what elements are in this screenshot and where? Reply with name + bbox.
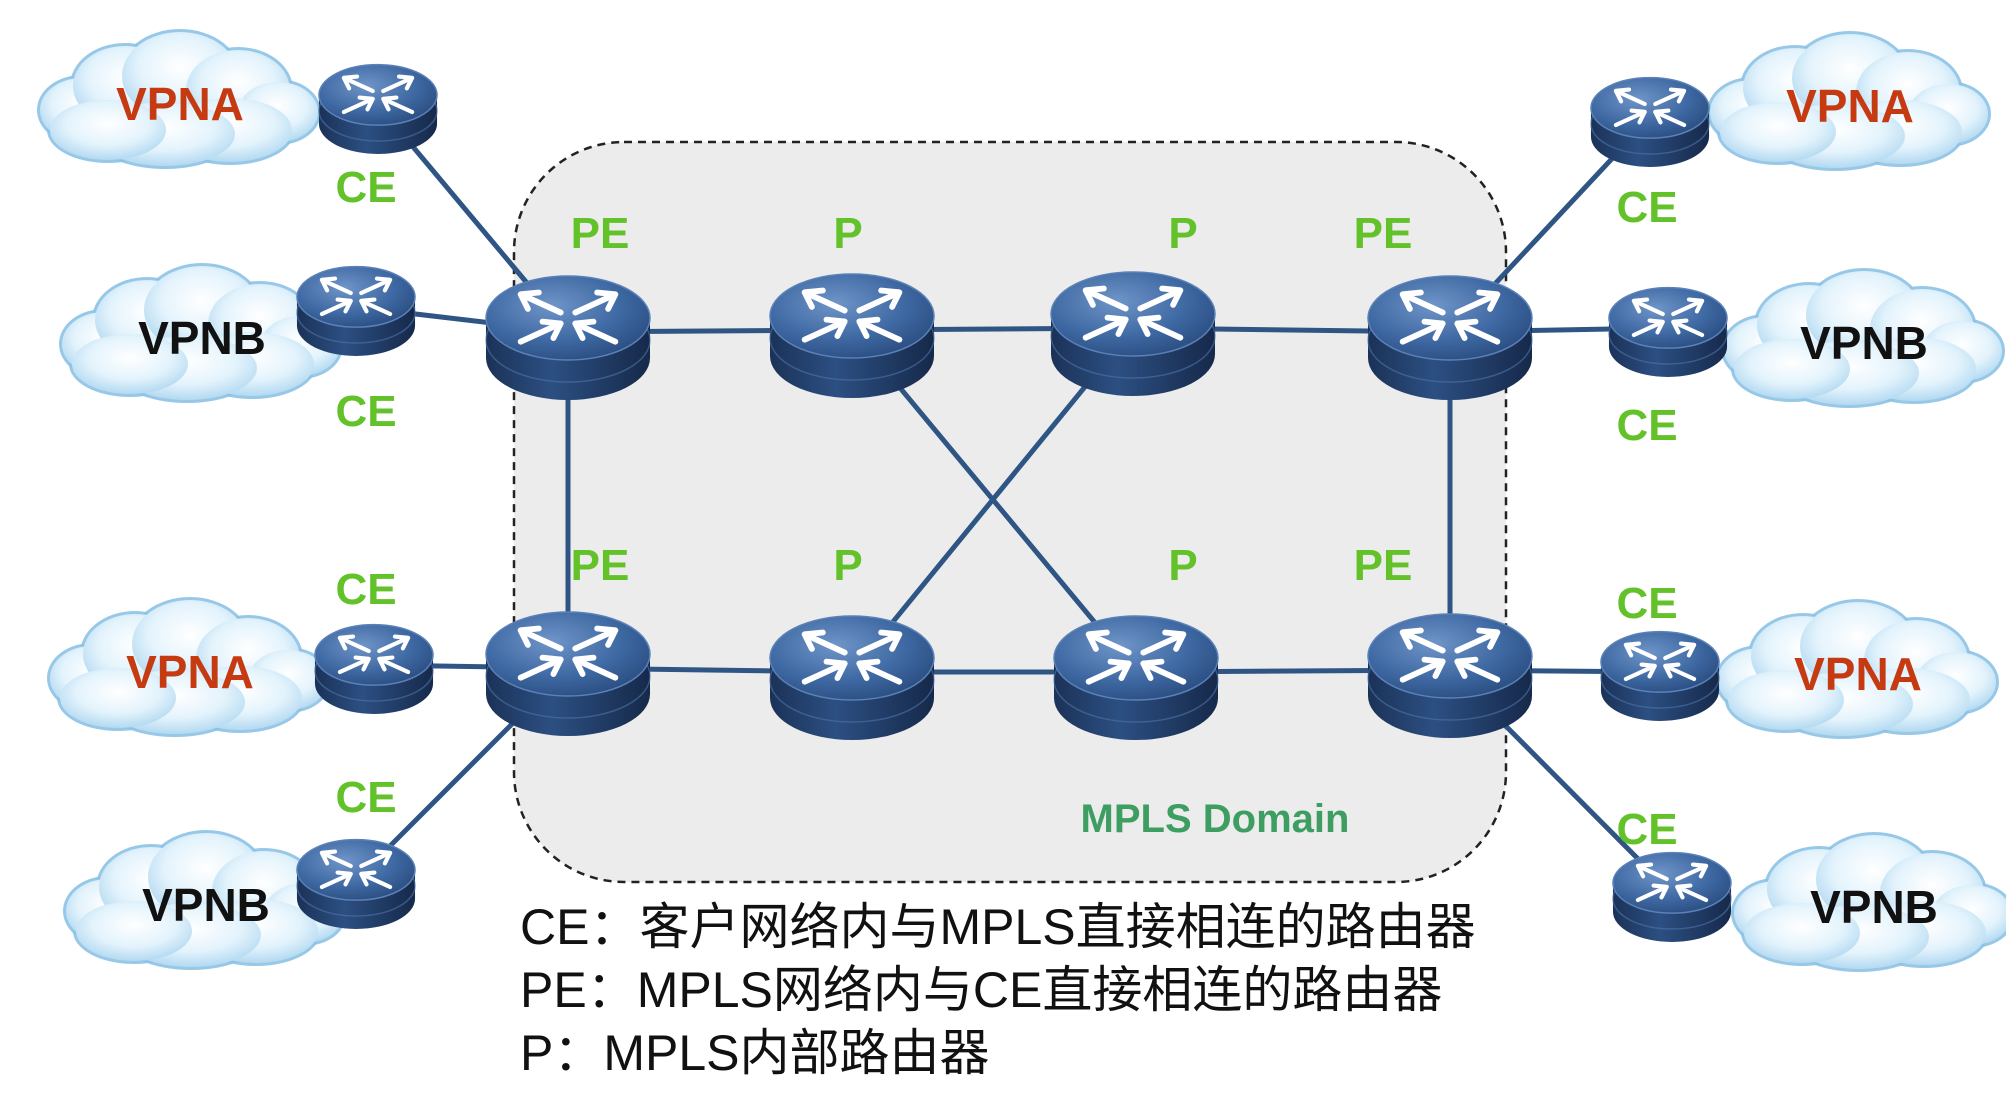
p-label-2: P [1168,209,1197,258]
labels-layer: PE P P PE PE P P PE CE CE CE CE CE CE CE CE [335,163,1677,854]
legend: CE：客户网络内与MPLS直接相连的路由器 PE：MPLS网络内与CE直接相连的… [520,899,1476,1081]
router-p_b2 [1053,615,1219,740]
pe-label-0: PE [571,209,630,258]
pe-label-7: PE [1354,541,1413,590]
cloud-ml-vpnb: VPNB [59,263,343,403]
router-pe_tr [1367,275,1533,400]
ce-label-8: CE [335,163,396,212]
cloud-bottom-left-vpnb-label: VPNB [142,879,270,931]
p-label-1: P [833,209,862,258]
pe-label-4: PE [571,541,630,590]
cloud-ml-vpnb-label: VPNB [138,312,266,364]
legend-line-ce: CE：客户网络内与MPLS直接相连的路由器 [520,899,1476,955]
mpls-domain-region [512,140,1508,884]
router-pe_tl [485,275,651,400]
cloud-tl-vpna-label: VPNA [116,78,244,130]
cloud-mr-vpnb: VPNB [1721,268,2005,408]
routers-layer [296,63,1732,942]
router-ce_br1 [1600,630,1720,721]
legend-line-pe: PE：MPLS网络内与CE直接相连的路由器 [520,962,1442,1018]
router-ce_bl1 [314,623,434,714]
sites-layer: VPNA VPNB VPNA VPNB VPNA VPNB VPNA VPNB [37,29,2006,972]
router-p_t1 [769,273,935,398]
cloud-bottom-right-vpnb-label: VPNB [1810,881,1938,933]
cloud-bl-vpna: VPNA [47,597,331,737]
router-pe_br [1367,613,1533,738]
ce-label-15: CE [1616,805,1677,854]
router-ce_bl2 [296,838,416,929]
cloud-tr-vpna-label: VPNA [1786,80,1914,132]
router-ce_ml [296,265,416,356]
ce-label-13: CE [1616,401,1677,450]
cloud-tr-vpna: VPNA [1707,31,1991,171]
router-ce_mr [1608,286,1728,377]
ce-label-11: CE [335,773,396,822]
ce-label-12: CE [1616,183,1677,232]
router-p_b1 [769,615,935,740]
cloud-br-vpna: VPNA [1715,599,1999,739]
cloud-tl-vpna: VPNA [37,29,321,169]
ce-label-10: CE [335,565,396,614]
router-ce_tl [318,63,438,154]
router-ce_tr [1590,76,1710,167]
cloud-br-vpna-label: VPNA [1794,648,1922,700]
mpls-domain-label: MPLS Domain [1081,797,1350,841]
ce-label-14: CE [1616,579,1677,628]
pe-label-3: PE [1354,209,1413,258]
cloud-mr-vpnb-label: VPNB [1800,317,1928,369]
legend-line-p: P：MPLS内部路由器 [520,1025,990,1081]
cloud-bottom-right-vpnb: VPNB [1731,832,2006,972]
p-label-6: P [1168,541,1197,590]
ce-label-9: CE [335,387,396,436]
router-pe_bl [485,611,651,736]
router-ce_br2 [1612,851,1732,942]
cloud-bl-vpna-label: VPNA [126,646,254,698]
cloud-bottom-left-vpnb: VPNB [63,830,347,970]
router-p_t2 [1050,271,1216,396]
p-label-5: P [833,541,862,590]
